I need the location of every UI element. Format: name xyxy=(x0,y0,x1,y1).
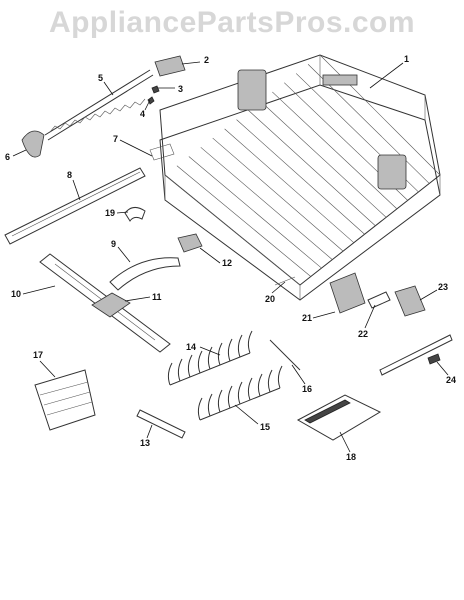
tine xyxy=(247,330,253,354)
part-24-stopper xyxy=(427,353,441,365)
callout-3: 3 xyxy=(178,84,183,94)
tine xyxy=(257,373,263,397)
tine xyxy=(217,342,223,366)
callout-2: 2 xyxy=(204,55,209,65)
callout-5: 5 xyxy=(98,73,103,83)
part-20-rail-end xyxy=(274,276,296,286)
part-17-basket xyxy=(34,369,96,431)
tine xyxy=(237,334,243,358)
part-22-latch xyxy=(367,291,391,309)
part-3-screw xyxy=(151,85,160,94)
part-5-shelf-bar xyxy=(44,69,154,141)
rack-wire xyxy=(260,100,387,218)
tine xyxy=(177,358,183,382)
tine xyxy=(247,377,253,401)
tine xyxy=(207,393,213,417)
part-5-zigzag xyxy=(49,98,146,133)
callout-8: 8 xyxy=(67,170,72,180)
callout-19: 19 xyxy=(105,208,115,218)
rack-wire xyxy=(236,119,365,235)
callout-4: 4 xyxy=(140,109,145,119)
part-4-pin xyxy=(147,96,155,105)
callout-22: 22 xyxy=(358,329,368,339)
rack-wire xyxy=(188,156,322,269)
part-16-rod xyxy=(269,339,301,371)
callout-18: 18 xyxy=(346,452,356,462)
watermark-logo: AppliancePartsPros.com xyxy=(48,6,416,39)
rack-wire xyxy=(200,147,333,260)
part-2-clip xyxy=(154,55,186,77)
part-12-clip xyxy=(177,233,203,253)
rack-wire xyxy=(212,137,344,252)
callout-15: 15 xyxy=(260,422,270,432)
rack-wire xyxy=(176,165,311,277)
part-18-insert xyxy=(296,394,382,441)
callout-12: 12 xyxy=(222,258,232,268)
part-11-hub xyxy=(91,292,131,318)
rack-wire xyxy=(248,110,376,226)
part-14-tine-row xyxy=(167,330,253,386)
callout-9: 9 xyxy=(111,239,116,249)
tine xyxy=(197,397,203,421)
tine xyxy=(277,365,283,389)
part-upper-rack xyxy=(159,54,441,301)
part-6-knob xyxy=(21,130,45,158)
part-9-feed-tube xyxy=(109,257,181,291)
part-10-spray-arm xyxy=(39,253,171,353)
tine xyxy=(207,346,213,370)
part-7-side-rail xyxy=(149,143,175,161)
part-21-adjuster xyxy=(329,272,366,314)
part-19-clip xyxy=(124,207,146,222)
tine xyxy=(227,385,233,409)
tine xyxy=(167,362,173,386)
rack-wire xyxy=(224,128,355,243)
part-23-adjuster-assembly xyxy=(379,285,453,376)
rack-wire xyxy=(164,174,301,286)
callout-10: 10 xyxy=(11,289,21,299)
tine xyxy=(267,369,273,393)
callout-21: 21 xyxy=(302,313,312,323)
callout-17: 17 xyxy=(33,350,43,360)
callout-20: 20 xyxy=(265,294,275,304)
tine xyxy=(237,381,243,405)
rack-wire xyxy=(272,91,398,210)
callout-23: 23 xyxy=(438,282,448,292)
callout-14: 14 xyxy=(186,342,196,352)
callout-16: 16 xyxy=(302,384,312,394)
callouts: 1 2 3 4 5 6 7 8 9 10 11 12 13 14 15 16 1 xyxy=(5,54,456,462)
callout-6: 6 xyxy=(5,152,10,162)
part-13-bracket xyxy=(136,409,186,439)
tine xyxy=(227,338,233,362)
callout-11: 11 xyxy=(152,292,162,302)
tine xyxy=(197,350,203,374)
callout-7: 7 xyxy=(113,134,118,144)
tine xyxy=(217,389,223,413)
part-8-rail xyxy=(4,167,146,245)
tine xyxy=(187,354,193,378)
callout-1: 1 xyxy=(404,54,409,64)
callout-13: 13 xyxy=(140,438,150,448)
part-15-tine-row xyxy=(197,365,283,421)
callout-24: 24 xyxy=(446,375,456,385)
